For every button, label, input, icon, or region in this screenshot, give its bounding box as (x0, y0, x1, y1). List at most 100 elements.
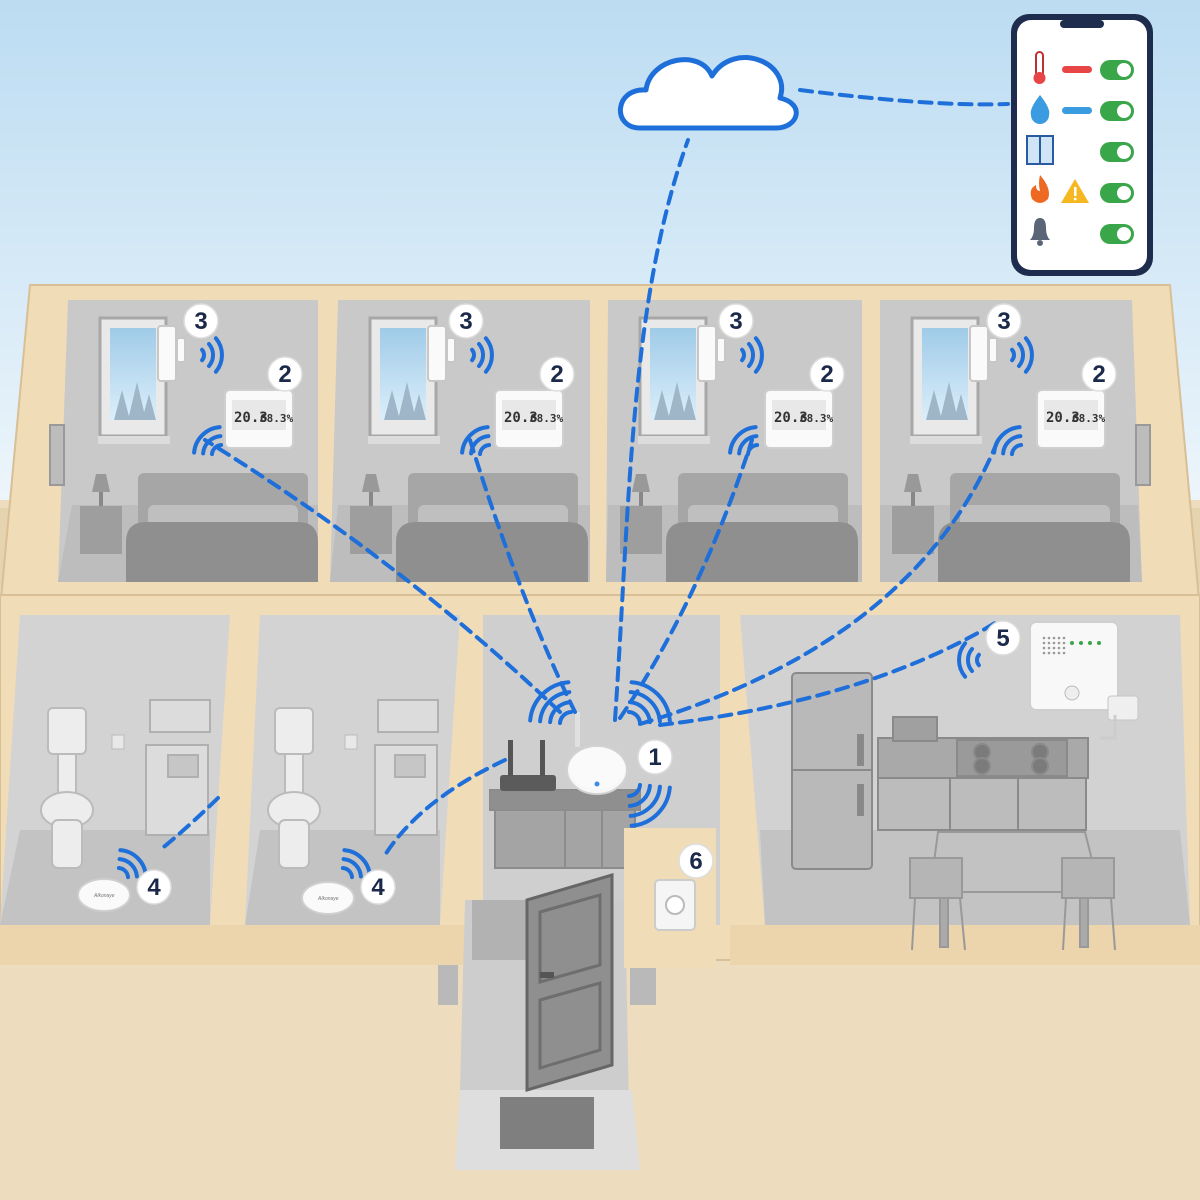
phone[interactable] (1011, 14, 1153, 276)
level-bar (1062, 66, 1092, 73)
lamp (350, 474, 392, 554)
bedroom-2: 20.368.3% (350, 316, 588, 582)
hallway-cabinet (489, 789, 641, 869)
badge-hub: 1 (637, 739, 673, 775)
smart-button-device[interactable] (654, 879, 696, 931)
front-door[interactable] (525, 872, 614, 1093)
toggle-switch[interactable] (1100, 224, 1134, 244)
bed (938, 473, 1130, 582)
water-drop-icon (1030, 95, 1050, 124)
badge-number: 3 (729, 308, 742, 335)
phone-row-2 (1030, 95, 1134, 124)
badge-window-sensor: 3 (986, 303, 1022, 339)
window-icon (1026, 135, 1054, 165)
signal-waves (116, 336, 1034, 880)
phone-row-3 (1026, 135, 1134, 165)
warning-icon (1061, 179, 1089, 203)
toggle-switch[interactable] (1100, 101, 1134, 121)
badge-number: 3 (459, 308, 472, 335)
speaker-grille (1042, 636, 1066, 655)
dining-table (909, 831, 1116, 951)
hub-device[interactable] (566, 712, 628, 795)
climate-humidity: 68.3% (1072, 412, 1105, 425)
badge-number: 2 (820, 361, 833, 388)
link-line-9 (158, 796, 220, 852)
window-sensor-1-waves (200, 336, 224, 374)
side-window-right (1135, 424, 1151, 486)
window-sensor[interactable] (427, 325, 456, 382)
water-sensor-right[interactable]: Alkonaye (301, 881, 355, 915)
siren-waves (957, 641, 981, 679)
link-line-3 (203, 438, 562, 714)
phone-row-4 (1030, 175, 1134, 203)
number-badges: 3 3 3 3 2 2 2 2 1 5 6 4 4 (136, 303, 1117, 905)
climate-humidity: 68.3% (530, 412, 563, 425)
toggle-switch[interactable] (1100, 183, 1134, 203)
fridge (791, 672, 873, 870)
window-sensor-3-waves (740, 336, 764, 374)
climate-temp: 20.3 (774, 410, 808, 426)
kitchen-counter (877, 716, 1089, 831)
badge-water-sensor: 4 (360, 869, 396, 905)
badge-window-sensor: 3 (448, 303, 484, 339)
badge-climate-sensor: 2 (539, 356, 575, 392)
bed (126, 473, 318, 582)
alarm-siren-device[interactable] (1029, 621, 1139, 740)
climate-sensor[interactable]: 20.368.3% (1036, 389, 1106, 449)
badge-number: 2 (550, 361, 563, 388)
bedroom-4: 20.368.3% (892, 316, 1130, 582)
bedroom-1: 20.368.3% (80, 316, 318, 582)
climate-sensor[interactable]: 20.368.3% (224, 389, 294, 449)
hub-waves-left (528, 680, 573, 725)
switch-left (111, 734, 125, 750)
toggle-switch[interactable] (1100, 60, 1134, 80)
sink-right (374, 699, 439, 836)
phone-row-5 (1030, 218, 1134, 246)
climate-sensor[interactable]: 20.368.3% (764, 389, 834, 449)
badge-number: 3 (194, 308, 207, 335)
climate-temp: 20.3 (1046, 410, 1080, 426)
badge-water-sensor: 4 (136, 869, 172, 905)
link-line-1 (613, 138, 690, 722)
toggle-switch[interactable] (1100, 142, 1134, 162)
badge-window-sensor: 3 (183, 303, 219, 339)
hub-waves-lower (627, 783, 672, 828)
window-sensor[interactable] (969, 325, 998, 382)
window (638, 316, 710, 444)
badge-number: 5 (996, 625, 1009, 652)
badge-number: 4 (147, 874, 161, 901)
water-sensor-left[interactable]: Alkonaye (77, 878, 131, 912)
badge-number: 3 (997, 308, 1010, 335)
router (500, 740, 556, 791)
climate-1-waves (192, 425, 224, 457)
badge-climate-sensor: 2 (1081, 356, 1117, 392)
badge-climate-sensor: 2 (267, 356, 303, 392)
badge-number: 2 (278, 361, 291, 388)
phone-row-1 (1033, 51, 1134, 84)
side-window-left (49, 424, 65, 486)
climate-3-waves (728, 425, 760, 457)
window (98, 316, 170, 444)
bed (396, 473, 588, 582)
badge-number: 2 (1092, 361, 1105, 388)
fire-icon (1030, 175, 1049, 203)
link-line-8 (383, 758, 507, 857)
climate-sensor[interactable]: 20.368.3% (494, 389, 564, 449)
climate-temp: 20.3 (504, 410, 538, 426)
thermometer-icon (1033, 51, 1046, 84)
link-line-6 (638, 433, 1002, 726)
badge-number: 6 (689, 848, 702, 875)
toilet-right (267, 707, 321, 869)
climate-4-waves (992, 425, 1024, 457)
badge-window-sensor: 3 (718, 303, 754, 339)
bell-icon (1030, 218, 1050, 246)
switch-right (344, 734, 358, 750)
link-line-2 (798, 88, 1010, 107)
badge-alarm-siren: 5 (985, 620, 1021, 656)
badge-button: 6 (678, 843, 714, 879)
window-sensor[interactable] (157, 325, 186, 382)
badge-number: 4 (371, 874, 385, 901)
badge-number: 1 (648, 744, 661, 771)
window-sensor-4-waves (1010, 336, 1034, 374)
window-sensor[interactable] (697, 325, 726, 382)
